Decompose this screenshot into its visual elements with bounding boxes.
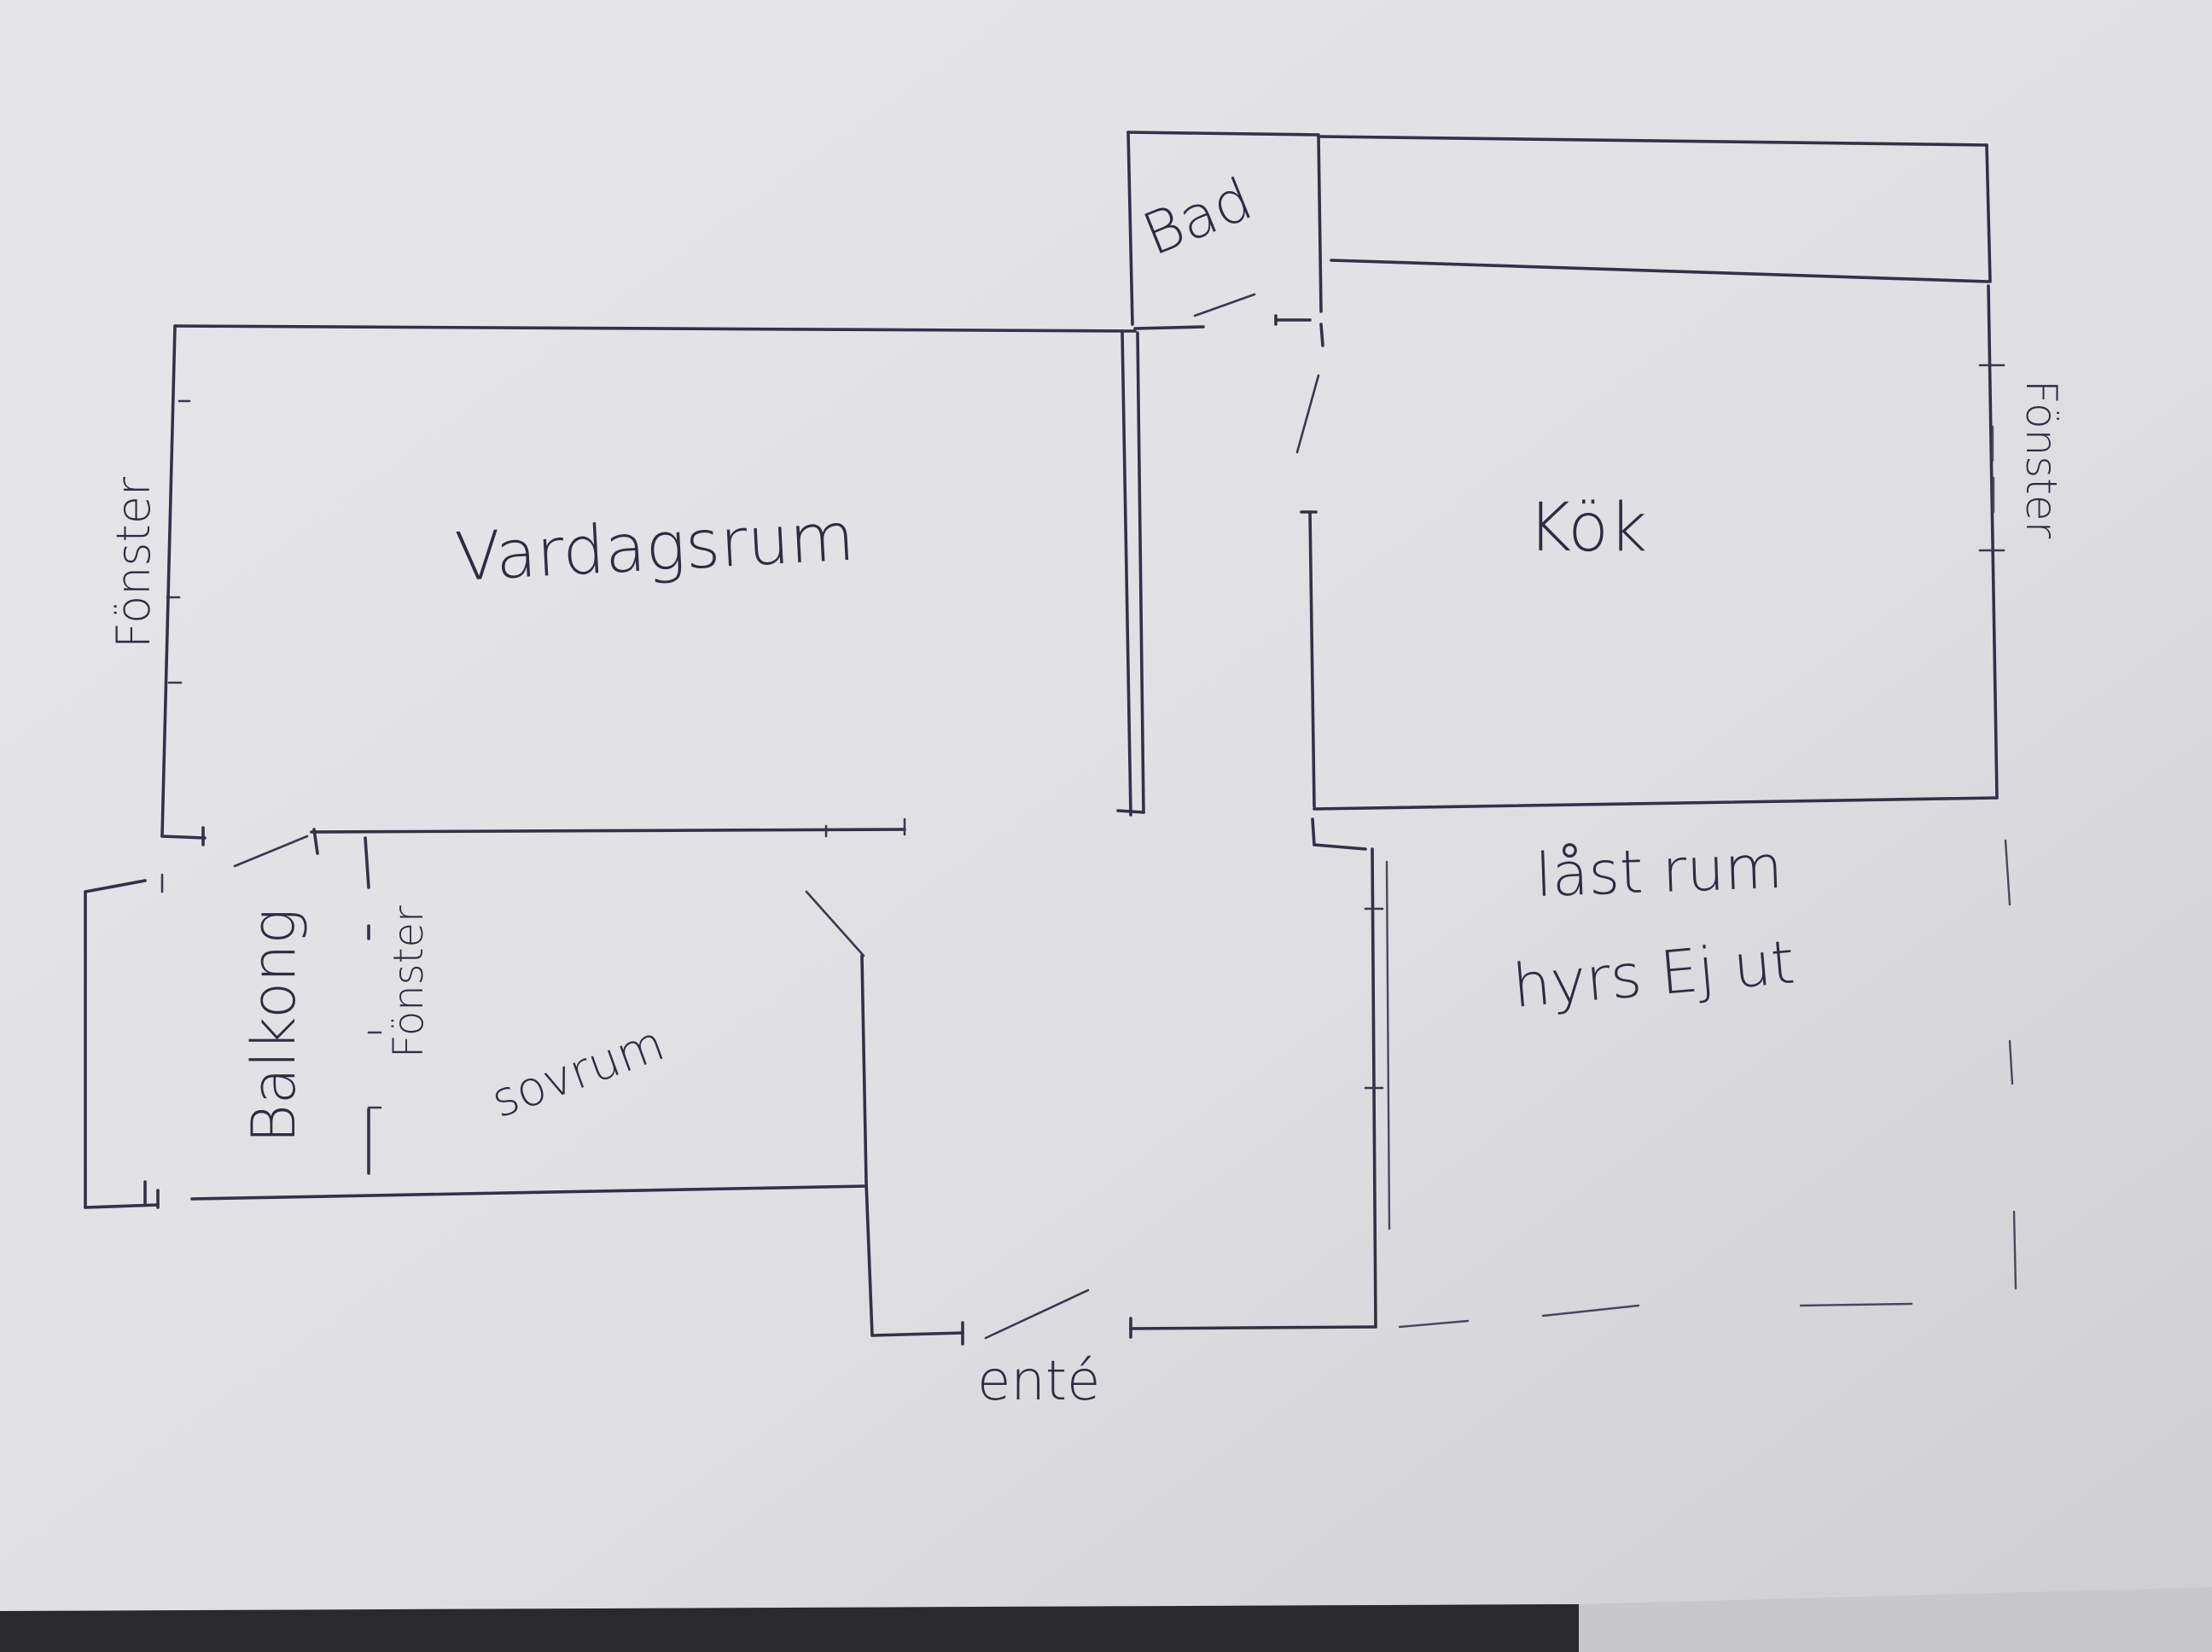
sovrum-walls [190,817,906,1201]
kok-label: Kök [1528,490,1647,567]
bad-walls [1126,131,1324,347]
paper-surface [0,0,2212,1611]
plastic-sheet [1579,1587,2212,1652]
hallway-walls [805,847,1384,1346]
kok-walls [1295,135,2005,851]
balkong-walls [84,873,164,1209]
vardagsrum-walls [160,324,1145,846]
ente-label: enté [977,1350,1100,1413]
sovrum-window-label: Fönster [385,905,433,1058]
last-rum-label-line1: låst rum [1534,832,1784,910]
kok-window-label: Fönster [2017,380,2066,539]
vardagsrum-window-label: Fönster [107,476,160,649]
table-edge [0,1604,1579,1652]
balkong-label: Balkong [239,909,309,1143]
last-rum-outline [1385,839,2017,1329]
